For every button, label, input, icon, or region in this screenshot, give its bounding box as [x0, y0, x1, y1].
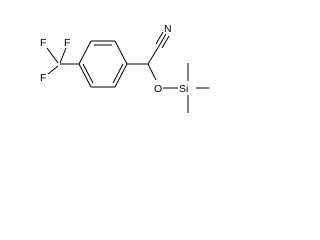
atom-oxygen: O [154, 83, 162, 95]
triple-bond-line-a [155, 31, 164, 45]
ring-double-bond-lower-right [112, 63, 124, 84]
atom-silicon: Si [179, 83, 188, 95]
bond-f-c-bottom [47, 65, 59, 75]
triple-bond-line-c [161, 35, 170, 49]
ring-bond-4 [114, 63, 128, 88]
atom-fluorine-top-right: F [64, 37, 70, 49]
ring-bond-1 [78, 40, 92, 65]
ring-bond-6 [78, 63, 92, 88]
atom-fluorine-bottom: F [40, 72, 46, 84]
molecule-structure: F F F N O Si [40, 23, 209, 113]
bond-f-c-top-right [59, 47, 67, 64]
bond-f-c-top-left [46, 47, 59, 64]
bond-alpha-carbon-oxygen [147, 63, 157, 81]
atom-fluorine-top-left: F [40, 37, 46, 49]
ring-bond-3 [114, 40, 128, 65]
atom-nitrogen: N [164, 23, 172, 35]
ring-double-bond-lower-left [82, 63, 94, 84]
triple-bond-line-b [158, 33, 167, 47]
bond-alpha-nitrile-carbon [147, 45, 160, 65]
